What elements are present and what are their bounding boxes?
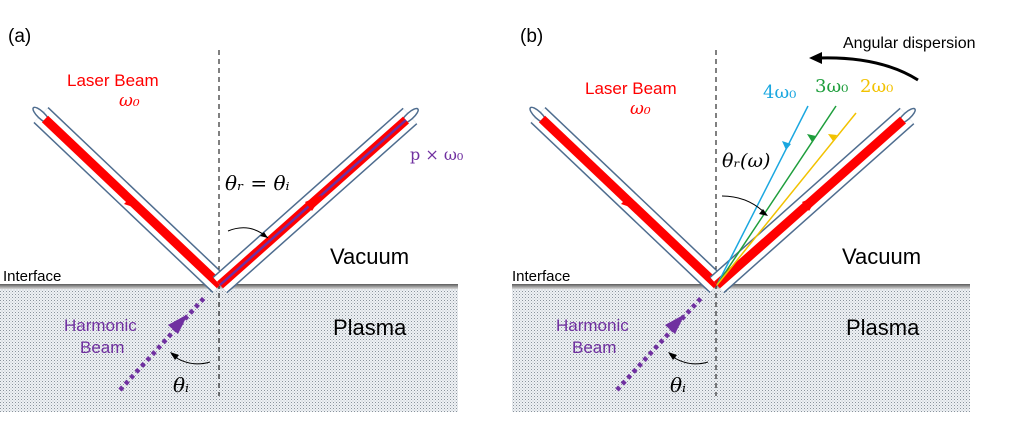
harmonic-beam-label-1: Harmonic [64,316,137,335]
reflected-beam-tube [709,107,916,294]
harmonic-beam-label-2: Beam [80,338,124,357]
ray-2w0 [716,112,857,286]
theta-r-omega-label: θᵣ(ω) [722,150,770,172]
panel-a: (a) Laser Beam ω₀ θᵣ = θᵢ p × ω₀ Vacuum … [0,26,463,412]
harmonic-2w0-label: 2ω₀ [860,76,893,97]
reflected-beam-tube [212,107,419,294]
harmonic-order-label: p × ω₀ [410,145,463,164]
interface-label: Interface [3,268,61,285]
harmonic-beam-arrowhead [168,314,188,334]
plasma-label: Plasma [846,315,920,340]
omega0-label: ω₀ [119,91,140,111]
panel-label: (b) [520,26,543,47]
harmonic-4w0-label: 4ω₀ [763,82,796,103]
panel-b: (b) Laser Beam ω₀ θᵣ(ω) Angular dispersi… [512,26,976,412]
laser-beam-label: Laser Beam [67,71,159,90]
interface-line [512,284,970,289]
harmonic-3w0-label: 3ω₀ [815,76,848,97]
ray-3w0 [716,105,837,286]
omega0-label: ω₀ [630,99,651,119]
incident-arrow [621,196,639,210]
angular-dispersion-arrow [817,56,919,82]
ray-4w0 [716,105,809,286]
theta-r-arc [721,195,767,215]
laser-beam-label: Laser Beam [585,79,677,98]
reflection-equation: θᵣ = θᵢ [225,171,290,195]
vacuum-label: Vacuum [330,244,409,269]
harmonic-beam-line [615,295,704,392]
incident-beam-tube [529,106,725,293]
vacuum-label: Vacuum [842,244,921,269]
incident-beam-tube [32,106,228,293]
harmonic-beam-line [118,295,207,392]
harmonic-rays [716,105,857,286]
plasma-region [0,286,458,412]
harmonic-beam-label-2: Beam [572,338,616,357]
angular-dispersion-label: Angular dispersion [843,35,976,52]
theta-i-label: θᵢ [173,373,189,397]
harmonic-beam-label-1: Harmonic [556,316,629,335]
interface-label: Interface [512,268,570,285]
reflected-arrow [305,195,322,211]
harmonic-beam-arrowhead [665,314,685,334]
plasma-label: Plasma [333,315,407,340]
incident-arrow [124,196,142,210]
plasma-region [512,286,970,412]
panel-label: (a) [8,26,31,47]
theta-i-label: θᵢ [670,373,686,397]
reflected-arrow [802,195,819,211]
